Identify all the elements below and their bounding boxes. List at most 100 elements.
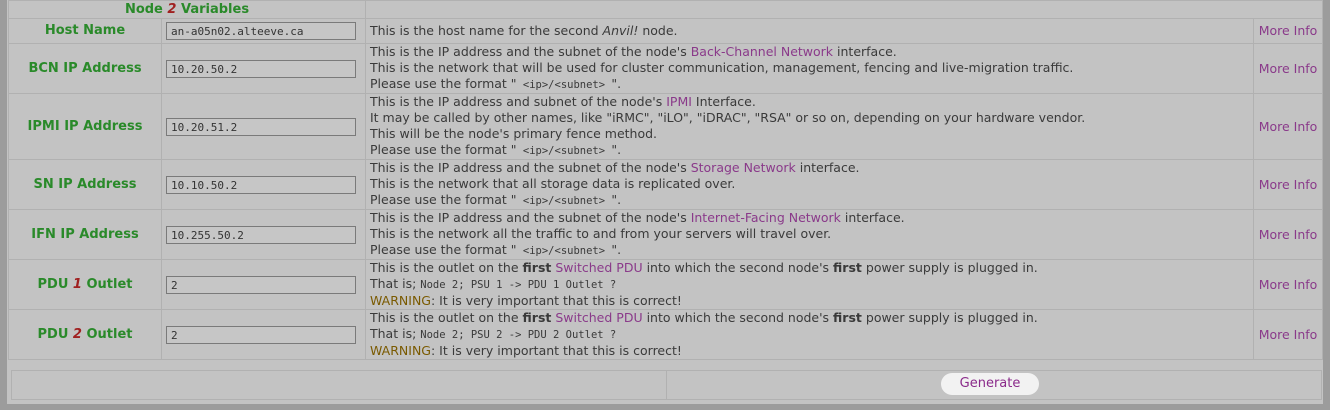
title-text: Node [124,1,168,17]
desc-text: This is the IP address and the subnet of… [370,210,691,225]
desc-text: It may be called by other names, like "i… [370,110,1086,125]
table-row-bcn: BCN IP Address 10.20.50.2 This is the IP… [8,43,1323,94]
warning-label: WARNING [370,343,431,358]
node-variables-panel: Node 2 Variables Host Name an-a05n02.alt… [7,0,1323,404]
desc-text: into which the second node's [642,260,834,275]
more-info-link[interactable]: More Info [1253,93,1323,160]
format-code: <ip>/<subnet> [516,195,612,207]
desc-text: This is the outlet on the [370,310,523,325]
row-description: This is the outlet on the first Switched… [365,259,1254,310]
footer-cell-right: Generate [667,371,1321,399]
row-description: This is the IP address and the subnet of… [365,159,1254,210]
desc-text: ". [611,192,622,207]
table-row-sn: SN IP Address 10.10.50.2 This is the IP … [8,159,1323,210]
bcn-ip-input[interactable]: 10.20.50.2 [166,59,356,78]
desc-text: interface. [795,160,860,175]
table-row-ipmi: IPMI IP Address 10.20.51.2 This is the I… [8,93,1323,160]
ifn-link[interactable]: Internet-Facing Network [690,210,841,225]
desc-bold: first [522,260,552,275]
more-info-link[interactable]: More Info [1253,259,1323,310]
label-text: PDU [37,326,73,342]
mapping-code: Node 2; PSU 2 -> PDU 2 Outlet ? [420,329,617,341]
desc-text: That is; [370,276,421,291]
label-text: PDU [37,276,73,292]
pdu1-outlet-input[interactable]: 2 [166,275,356,294]
desc-text: This will be the node's primary fence me… [370,126,658,141]
row-description: This is the outlet on the first Switched… [365,309,1254,360]
sn-ip-input[interactable]: 10.10.50.2 [166,175,356,194]
desc-bold: first [833,310,862,325]
format-code: <ip>/<subnet> [516,79,612,91]
desc-text: interface. [840,210,905,225]
desc-text: This is the outlet on the [370,260,523,275]
mapping-code: Node 2; PSU 1 -> PDU 1 Outlet ? [420,279,617,291]
desc-text: power supply is plugged in. [861,260,1038,275]
desc-text: ". [611,142,622,157]
table-row-pdu2: PDU 2 Outlet 2 This is the outlet on the… [8,309,1323,360]
desc-text: This is the IP address and the subnet of… [370,44,691,59]
pdu-number: 2 [72,326,82,342]
row-description: This is the IP address and the subnet of… [365,43,1254,94]
table-row-host-name: Host Name an-a05n02.alteeve.ca This is t… [8,18,1323,44]
desc-italic: Anvil! [602,23,639,38]
desc-text: This is the network all the traffic to a… [370,226,832,241]
desc-text: Interface. [691,94,756,109]
switched-pdu-link[interactable]: Switched PDU [555,260,643,275]
row-label: BCN IP Address [8,43,162,94]
desc-text: interface. [833,44,897,59]
table-row-ifn: IFN IP Address 10.255.50.2 This is the I… [8,209,1323,260]
label-text: Outlet [81,326,133,342]
switched-pdu-link[interactable]: Switched PDU [555,310,643,325]
footer-row: Generate [11,370,1322,400]
format-code: <ip>/<subnet> [516,245,612,257]
more-info-link[interactable]: More Info [1253,209,1323,260]
ifn-ip-input[interactable]: 10.255.50.2 [166,225,356,244]
row-label: IPMI IP Address [8,93,162,160]
desc-text: ". [611,242,622,257]
title-node-number: 2 [167,1,177,17]
desc-bold: first [833,260,862,275]
label-text: Outlet [81,276,133,292]
more-info-link[interactable]: More Info [1253,159,1323,210]
desc-text: ". [611,76,622,91]
desc-text: This is the host name for the second [370,23,603,38]
row-description: This is the IP address and subnet of the… [365,93,1254,160]
desc-text: Please use the format " [370,76,517,91]
ipmi-ip-input[interactable]: 10.20.51.2 [166,117,356,136]
row-label: PDU 2 Outlet [8,309,162,360]
node-variables-table: Node 2 Variables Host Name an-a05n02.alt… [8,0,1323,360]
desc-text: into which the second node's [642,310,834,325]
more-info-link[interactable]: More Info [1253,309,1323,360]
ipmi-link[interactable]: IPMI [666,94,692,109]
desc-text: node. [638,23,678,38]
desc-text: That is; [370,326,421,341]
table-header-row: Node 2 Variables [8,0,1323,19]
more-info-link[interactable]: More Info [1253,18,1323,44]
row-label: SN IP Address [8,159,162,210]
warning-label: WARNING [370,293,431,308]
pdu-number: 1 [72,276,82,292]
generate-button[interactable]: Generate [941,373,1039,395]
warning-text: : It is very important that this is corr… [431,293,682,308]
header-blank [365,0,1323,19]
desc-text: This is the network that will be used fo… [370,60,1074,75]
bcn-link[interactable]: Back-Channel Network [690,44,834,59]
pdu2-outlet-input[interactable]: 2 [166,325,356,344]
desc-text: Please use the format " [370,242,517,257]
title-text-suffix: Variables [176,1,250,17]
row-label: IFN IP Address [8,209,162,260]
sn-link[interactable]: Storage Network [690,160,796,175]
more-info-link[interactable]: More Info [1253,43,1323,94]
desc-text: Please use the format " [370,192,517,207]
footer-cell-left [12,371,667,399]
desc-text: This is the network that all storage dat… [370,176,736,191]
desc-text: This is the IP address and the subnet of… [370,160,691,175]
desc-bold: first [522,310,552,325]
format-code: <ip>/<subnet> [516,145,612,157]
section-title: Node 2 Variables [8,0,366,19]
desc-text: Please use the format " [370,142,517,157]
row-description: This is the host name for the second Anv… [365,18,1254,44]
warning-text: : It is very important that this is corr… [431,343,682,358]
host-name-input[interactable]: an-a05n02.alteeve.ca [166,22,356,40]
desc-text: power supply is plugged in. [861,310,1038,325]
